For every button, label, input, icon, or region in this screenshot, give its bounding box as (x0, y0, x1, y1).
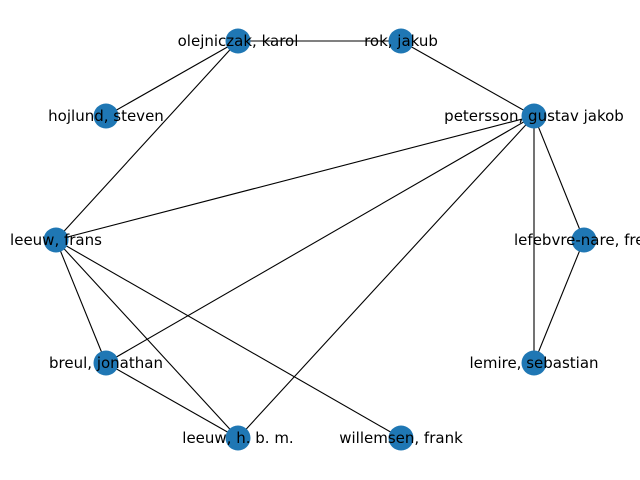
edge-breul-leeuw_hbm (105, 362, 239, 439)
edge-petersson-lefebvre (533, 115, 585, 241)
edge-petersson-leeuw_frans (55, 115, 535, 241)
edge-leeuw_frans-willemsen (55, 239, 402, 439)
node-label-breul: breul, jonathan (49, 354, 163, 372)
edge-rok-petersson (400, 40, 535, 117)
edge-petersson-leeuw_hbm (237, 115, 535, 439)
node-label-hojlund: hojlund, steven (48, 107, 164, 125)
edge-olejniczak-leeuw_frans (55, 40, 239, 241)
node-label-lemire: lemire, sebastian (469, 354, 598, 372)
node-lemire (521, 350, 547, 376)
nodes-layer (43, 28, 597, 451)
edge-leeuw_frans-breul (55, 239, 107, 364)
node-label-leeuw_frans: leeuw, frans (10, 231, 102, 249)
node-breul (93, 350, 119, 376)
node-olejniczak (225, 28, 251, 54)
node-label-olejniczak: olejniczak, karol (178, 32, 299, 50)
node-label-leeuw_hbm: leeuw, h. b. m. (182, 429, 293, 447)
node-label-willemsen: willemsen, frank (339, 429, 463, 447)
labels-layer: olejniczak, karol rok, jakub hojlund, stev… (10, 32, 640, 447)
edge-lefebvre-lemire (533, 239, 585, 364)
node-hojlund (93, 103, 119, 129)
edge-leeuw_frans-leeuw_hbm (55, 239, 239, 439)
node-rok (388, 28, 414, 54)
edge-petersson-breul (105, 115, 535, 364)
node-lefebvre (571, 227, 597, 253)
node-willemsen (388, 425, 414, 451)
node-label-lefebvre: lefebvre-nare, fred (514, 231, 640, 249)
node-petersson (521, 103, 547, 129)
node-leeuw_hbm (225, 425, 251, 451)
edge-olejniczak-hojlund (105, 40, 239, 117)
node-leeuw_frans (43, 227, 69, 253)
node-label-petersson: petersson, gustav jakob (444, 107, 624, 125)
edges-layer (55, 40, 585, 439)
node-label-rok: rok, jakub (364, 32, 438, 50)
